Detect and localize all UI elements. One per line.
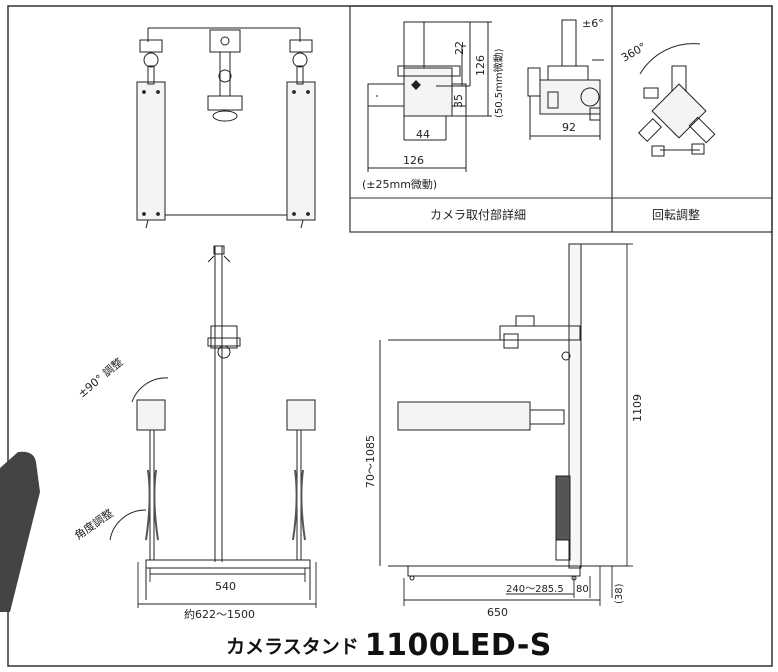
dim-22: 22 (453, 41, 466, 55)
dim-height-range: 70〜1085 (364, 435, 377, 488)
dim-1109: 1109 (631, 394, 644, 422)
camera-mount-drawing (367, 21, 492, 172)
detail-panel-frame (349, 5, 773, 233)
rotation-drawing (637, 43, 716, 157)
front-view-dimension-lines (137, 562, 317, 608)
dim-tilt-6: ±6° (582, 17, 604, 30)
side-view-dimension-lines (403, 243, 633, 606)
outer-frame (7, 5, 773, 667)
product-model: 1100LED-S (364, 628, 552, 663)
dim-38: (38) (614, 583, 625, 604)
dim-80: 80 (576, 584, 589, 595)
caption-rotation: 回転調整 (652, 207, 700, 222)
dim-fine-vertical: (50.5mm微動) (492, 48, 505, 118)
dim-44: 44 (416, 128, 430, 141)
front-view-drawing (109, 245, 316, 600)
dim-width-range: 約622〜1500 (184, 607, 255, 621)
dim-126-horizontal: 126 (403, 154, 424, 167)
caption-camera-mount: カメラ取付部詳細 (430, 207, 526, 222)
camera-mount-side-drawing (527, 19, 604, 140)
label-lamp-adjust: ±90° 調整 (75, 355, 126, 401)
dim-650: 650 (487, 606, 508, 619)
dim-fine-horizontal: (±25mm微動) (362, 177, 437, 191)
label-angle-adjust: 角度調整 (72, 506, 116, 543)
dim-92: 92 (562, 121, 576, 134)
top-view-drawing (136, 27, 316, 229)
dim-35: 35 (452, 94, 465, 108)
dim-126-vertical: 126 (474, 55, 487, 76)
dim-arm-range: 240〜285.5 (506, 584, 564, 595)
dim-360: 360° (619, 40, 648, 65)
side-view-drawing (379, 243, 627, 581)
product-name-jp: カメラスタンド (226, 636, 359, 658)
dim-540: 540 (215, 580, 236, 593)
lamp-silhouette (0, 451, 40, 612)
